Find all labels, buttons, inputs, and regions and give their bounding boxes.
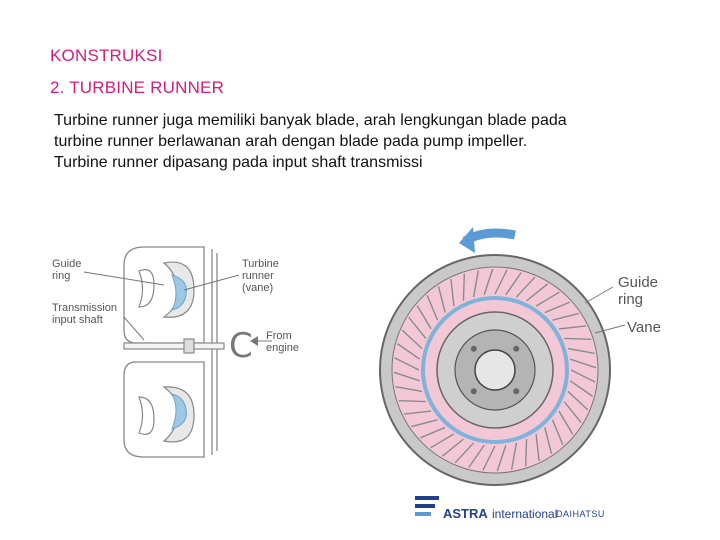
- vane-blade: [483, 268, 494, 295]
- hub-bolt: [470, 345, 477, 352]
- vane-blade: [563, 401, 582, 424]
- input-shaft: [123, 338, 225, 354]
- guide-ring-label: ring: [618, 291, 643, 308]
- from-engine-arrow-icon: [250, 336, 258, 346]
- slide-subheading: 2. TURBINE RUNNER: [50, 78, 225, 97]
- logo-daihatsu-text: DAIHATSU: [556, 509, 605, 519]
- guide-ring-label: Guide: [52, 258, 81, 270]
- vane-blade: [411, 419, 438, 428]
- vane-blade: [535, 433, 540, 461]
- vane-blade: [551, 419, 564, 446]
- vane-blade: [408, 316, 427, 339]
- turbine-runner-label: Turbine: [242, 258, 279, 270]
- vane-blade: [510, 442, 518, 470]
- astra-logo-icon: [415, 496, 439, 516]
- vane-blade: [472, 270, 480, 298]
- transmission-shaft-label: Transmission: [52, 302, 117, 314]
- body-paragraph: Turbine runner juga memiliki banyak blad…: [54, 110, 674, 173]
- turbine-runner-front-view: Guide ring Vane: [379, 227, 661, 486]
- guide-ring: [421, 296, 569, 444]
- vane-blade: [426, 294, 439, 321]
- vane-blade: [567, 390, 589, 411]
- vane-blade: [567, 347, 595, 355]
- turbine-runner-label: runner: [242, 270, 274, 282]
- vane-blade: [398, 399, 426, 403]
- vane-blade: [544, 427, 553, 454]
- logo-international-text: international: [492, 507, 558, 521]
- vane-blade: [535, 291, 560, 307]
- turbine-cross-section-diagram: C Guide ring Turbine runner (vane) Trans…: [52, 246, 299, 458]
- vane-blade: [394, 357, 420, 371]
- from-engine-label: From: [266, 330, 292, 342]
- vane-label: Vane: [627, 319, 661, 336]
- vane-blade: [468, 444, 485, 468]
- body-line: Turbine runner juga memiliki banyak blad…: [54, 112, 567, 129]
- guide-ring-label: ring: [52, 270, 70, 282]
- from-engine-label: engine: [266, 342, 299, 354]
- vane-blade: [496, 445, 507, 472]
- vane-blade: [416, 305, 432, 330]
- vane-blade: [404, 410, 432, 415]
- rotation-arrowhead-icon: [459, 227, 475, 253]
- vanes: [393, 268, 597, 472]
- splined-bore: [474, 349, 516, 391]
- upper-turbine: [138, 261, 195, 318]
- vane-blade: [441, 438, 464, 457]
- vane-blade: [395, 385, 423, 393]
- vane-blade: [505, 272, 522, 296]
- hub-bolt: [513, 345, 520, 352]
- body-line: turbine runner berlawanan arah dengan bl…: [54, 133, 528, 150]
- vane-blade: [558, 410, 574, 435]
- vane-blade: [393, 371, 420, 382]
- vane-blade: [494, 269, 508, 295]
- vane-blade: [450, 279, 455, 307]
- vane-blade: [569, 380, 593, 397]
- vane-blade: [558, 325, 586, 330]
- guide-ring-label: Guide: [618, 274, 658, 291]
- converter-housing: [123, 246, 218, 458]
- turbine-runner-label: (vane): [242, 282, 273, 294]
- hub-bolts: [470, 345, 520, 395]
- vane-blade: [437, 286, 446, 313]
- vane-blade: [570, 369, 596, 383]
- transmission-shaft-label: input shaft: [52, 314, 103, 326]
- vane-leader: [594, 324, 626, 334]
- vane-blade: [552, 312, 579, 321]
- vane-blade: [430, 433, 455, 449]
- vane-blade: [515, 276, 536, 298]
- vane-blade: [462, 273, 466, 301]
- vane-blade: [419, 426, 446, 439]
- vane-blade: [401, 329, 423, 350]
- hub-bolt: [513, 388, 520, 395]
- hub-bolt: [470, 388, 477, 395]
- guide-ring-leader: [584, 286, 614, 304]
- lower-turbine: [138, 386, 195, 443]
- vane-blade: [454, 442, 475, 464]
- vane-blade: [482, 445, 496, 471]
- vane-blade: [544, 301, 571, 314]
- leader-lines: [83, 271, 272, 342]
- vane-blade: [524, 439, 528, 467]
- vane-blade: [570, 358, 597, 369]
- clutch-c-symbol: C: [229, 326, 253, 366]
- slide-heading: KONSTRUKSI: [50, 46, 163, 65]
- vane-blade: [564, 337, 592, 341]
- vane-blade: [397, 343, 421, 360]
- logo-astra-text: ASTRA: [443, 506, 488, 521]
- vane-blade: [526, 283, 549, 302]
- astra-logo: ASTRA international DAIHATSU: [413, 490, 613, 522]
- body-line: Turbine runner dipasang pada input shaft…: [54, 154, 423, 171]
